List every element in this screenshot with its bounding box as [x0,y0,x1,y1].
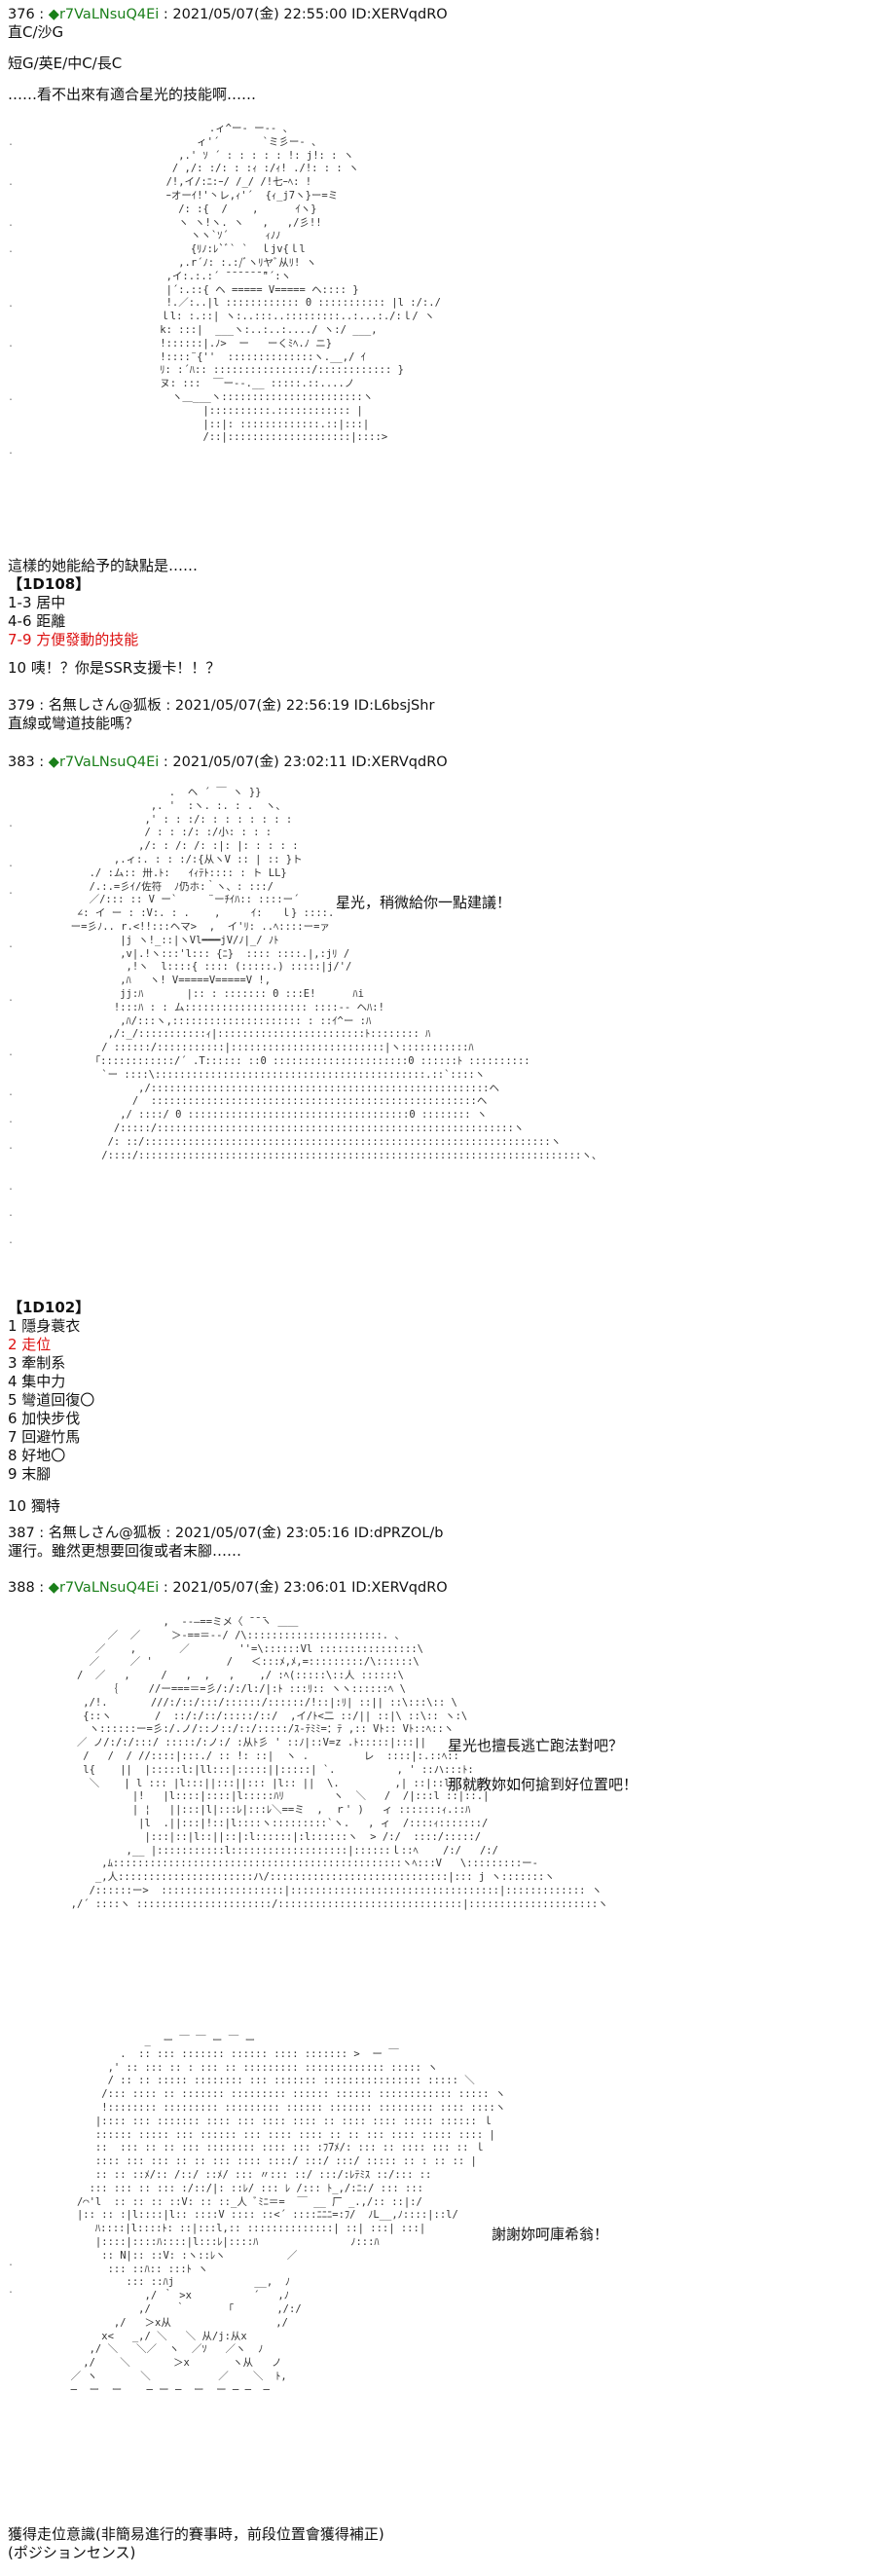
post-383: 383 : ◆r7VaLNsuQ4Ei : 2021/05/07(金) 23:0… [8,754,864,771]
post-number[interactable]: 383 [8,754,35,770]
roll-tag: 【1D102】 [8,1299,91,1316]
post-388: 388 : ◆r7VaLNsuQ4Ei : 2021/05/07(金) 23:0… [8,1579,864,1597]
speech-text: 那就教妳如何搶到好位置吧！ [448,1776,639,1793]
post-number[interactable]: 376 [8,7,35,22]
speech-text: 星光也擅長逃亡跑法對吧？ [448,1737,624,1754]
ascii-margin-dots: . . [8,2258,15,2296]
speech-text: 星光，稍微給你一點建議！ [336,894,512,911]
roll-option: 4 集中力 [8,1373,66,1390]
post-number[interactable]: 379 [8,698,35,714]
post-header: 388 : ◆r7VaLNsuQ4Ei : 2021/05/07(金) 23:0… [8,1580,448,1596]
post-text: 獲得走位意識(非簡易進行的賽事時，前段位置會獲得補正) [8,2525,384,2543]
ascii-margin-dots: . . . . . . . . . . . . [8,819,15,1246]
post-376: 376 : ◆r7VaLNsuQ4Ei : 2021/05/07(金) 22:5… [8,6,864,104]
post-text: 直線或彎道技能嗎？ [8,715,140,732]
post-text: 這樣的她能給予的缺點是…… [8,557,199,574]
roll-option: 8 好地〇 [8,1447,66,1464]
post-text: (ポジションセンス) [8,2544,136,2561]
roll-tag: 【1D108】 [8,575,91,593]
post-header: 383 : ◆r7VaLNsuQ4Ei : 2021/05/07(金) 23:0… [8,754,448,770]
roll-option: 1-3 居中 [8,594,66,611]
post-text: 直C/沙G [8,23,64,41]
post-387: 387 : 名無しさん@狐板 : 2021/05/07(金) 23:05:16 … [8,1525,864,1561]
poster-id[interactable]: ID:L6bsjShr [353,698,435,714]
roll-option: 7 回避竹馬 [8,1428,81,1446]
poster-name: 名無しさん@狐板 [48,1526,162,1541]
roll-option-selected: 2 走位 [8,1336,52,1353]
roll-option: 4-6 距離 [8,612,66,630]
post-date: 2021/05/07(金) 23:02:11 [172,754,347,770]
ascii-art-character: . ヘ ´ ￣ ヽ }} ,. ' :ヽ. :. : . ヽ、 ,' : : :… [70,787,602,1161]
post-date: 2021/05/07(金) 22:56:19 [174,698,350,714]
poster-id[interactable]: ID:dPRZOL/b [353,1526,444,1541]
post-text: 短G/英E/中C/長C [8,55,123,72]
roll-option: 10 獨特 [8,1497,60,1515]
roll-option: 6 加快步伐 [8,1410,81,1427]
post-header: 379 : 名無しさん@狐板 : 2021/05/07(金) 22:56:19 … [8,698,435,714]
post-date: 2021/05/07(金) 23:06:01 [172,1580,347,1596]
roll-option: 9 末腳 [8,1465,52,1483]
post-383-rolls: 【1D102】 1 隱身蓑衣 2 走位 3 牽制系 4 集中力 5 彎道回復〇 … [8,1299,864,1516]
poster-name: ◆r7VaLNsuQ4Ei [48,7,160,22]
post-header: 376 : ◆r7VaLNsuQ4Ei : 2021/05/07(金) 22:5… [8,7,448,22]
roll-option: 3 牽制系 [8,1354,66,1372]
roll-option: 10 咦！？你是SSR支援卡！！？ [8,659,221,677]
post-text: 運行。雖然更想要回復或者末腳…… [8,1542,242,1560]
post-text: ……看不出來有適合星光的技能啊…… [8,86,257,103]
speech-text: 謝謝妳呵庫希翁！ [492,2226,609,2243]
post-number[interactable]: 388 [8,1580,35,1596]
poster-id[interactable]: ID:XERVqdRO [351,7,448,22]
post-388-continued: 獲得走位意識(非簡易進行的賽事時，前段位置會獲得補正) (ポジションセンス) [8,2525,864,2562]
ascii-art-character: .ィ^ー- ー‐- 、 ィ'´ `ミ彡ー- 、 ,.' ｿ ´ : : : : … [160,123,441,444]
roll-option: 5 彎道回復〇 [8,1391,95,1409]
ascii-margin-dots: . . . . . . . . [8,137,15,458]
post-date: 2021/05/07(金) 23:05:16 [174,1526,350,1541]
poster-id[interactable]: ID:XERVqdRO [351,1580,448,1596]
roll-option-selected: 7-9 方便發動的技能 [8,631,139,648]
poster-id[interactable]: ID:XERVqdRO [351,754,448,770]
ascii-art-character: _ ー ￣ ￣ ー ￣ ー . :: ::: ::::::: :::::: ::… [70,2035,506,2396]
roll-option: 1 隱身蓑衣 [8,1317,81,1335]
post-376-continued: 這樣的她能給予的缺點是…… 【1D108】 1-3 居中 4-6 距離 7-9 … [8,557,864,678]
post-header: 387 : 名無しさん@狐板 : 2021/05/07(金) 23:05:16 … [8,1526,444,1541]
poster-name: 名無しさん@狐板 [48,698,162,714]
post-number[interactable]: 387 [8,1526,35,1541]
poster-name: ◆r7VaLNsuQ4Ei [48,754,160,770]
ascii-art-character: , --―==ミメ〈 ̄ ̄ ̄ヽ ＿＿ ／ ／ ＞-==＝--/ /\::::… [70,1616,608,1910]
poster-name: ◆r7VaLNsuQ4Ei [48,1580,160,1596]
post-379: 379 : 名無しさん@狐板 : 2021/05/07(金) 22:56:19 … [8,697,864,733]
post-date: 2021/05/07(金) 22:55:00 [172,7,347,22]
